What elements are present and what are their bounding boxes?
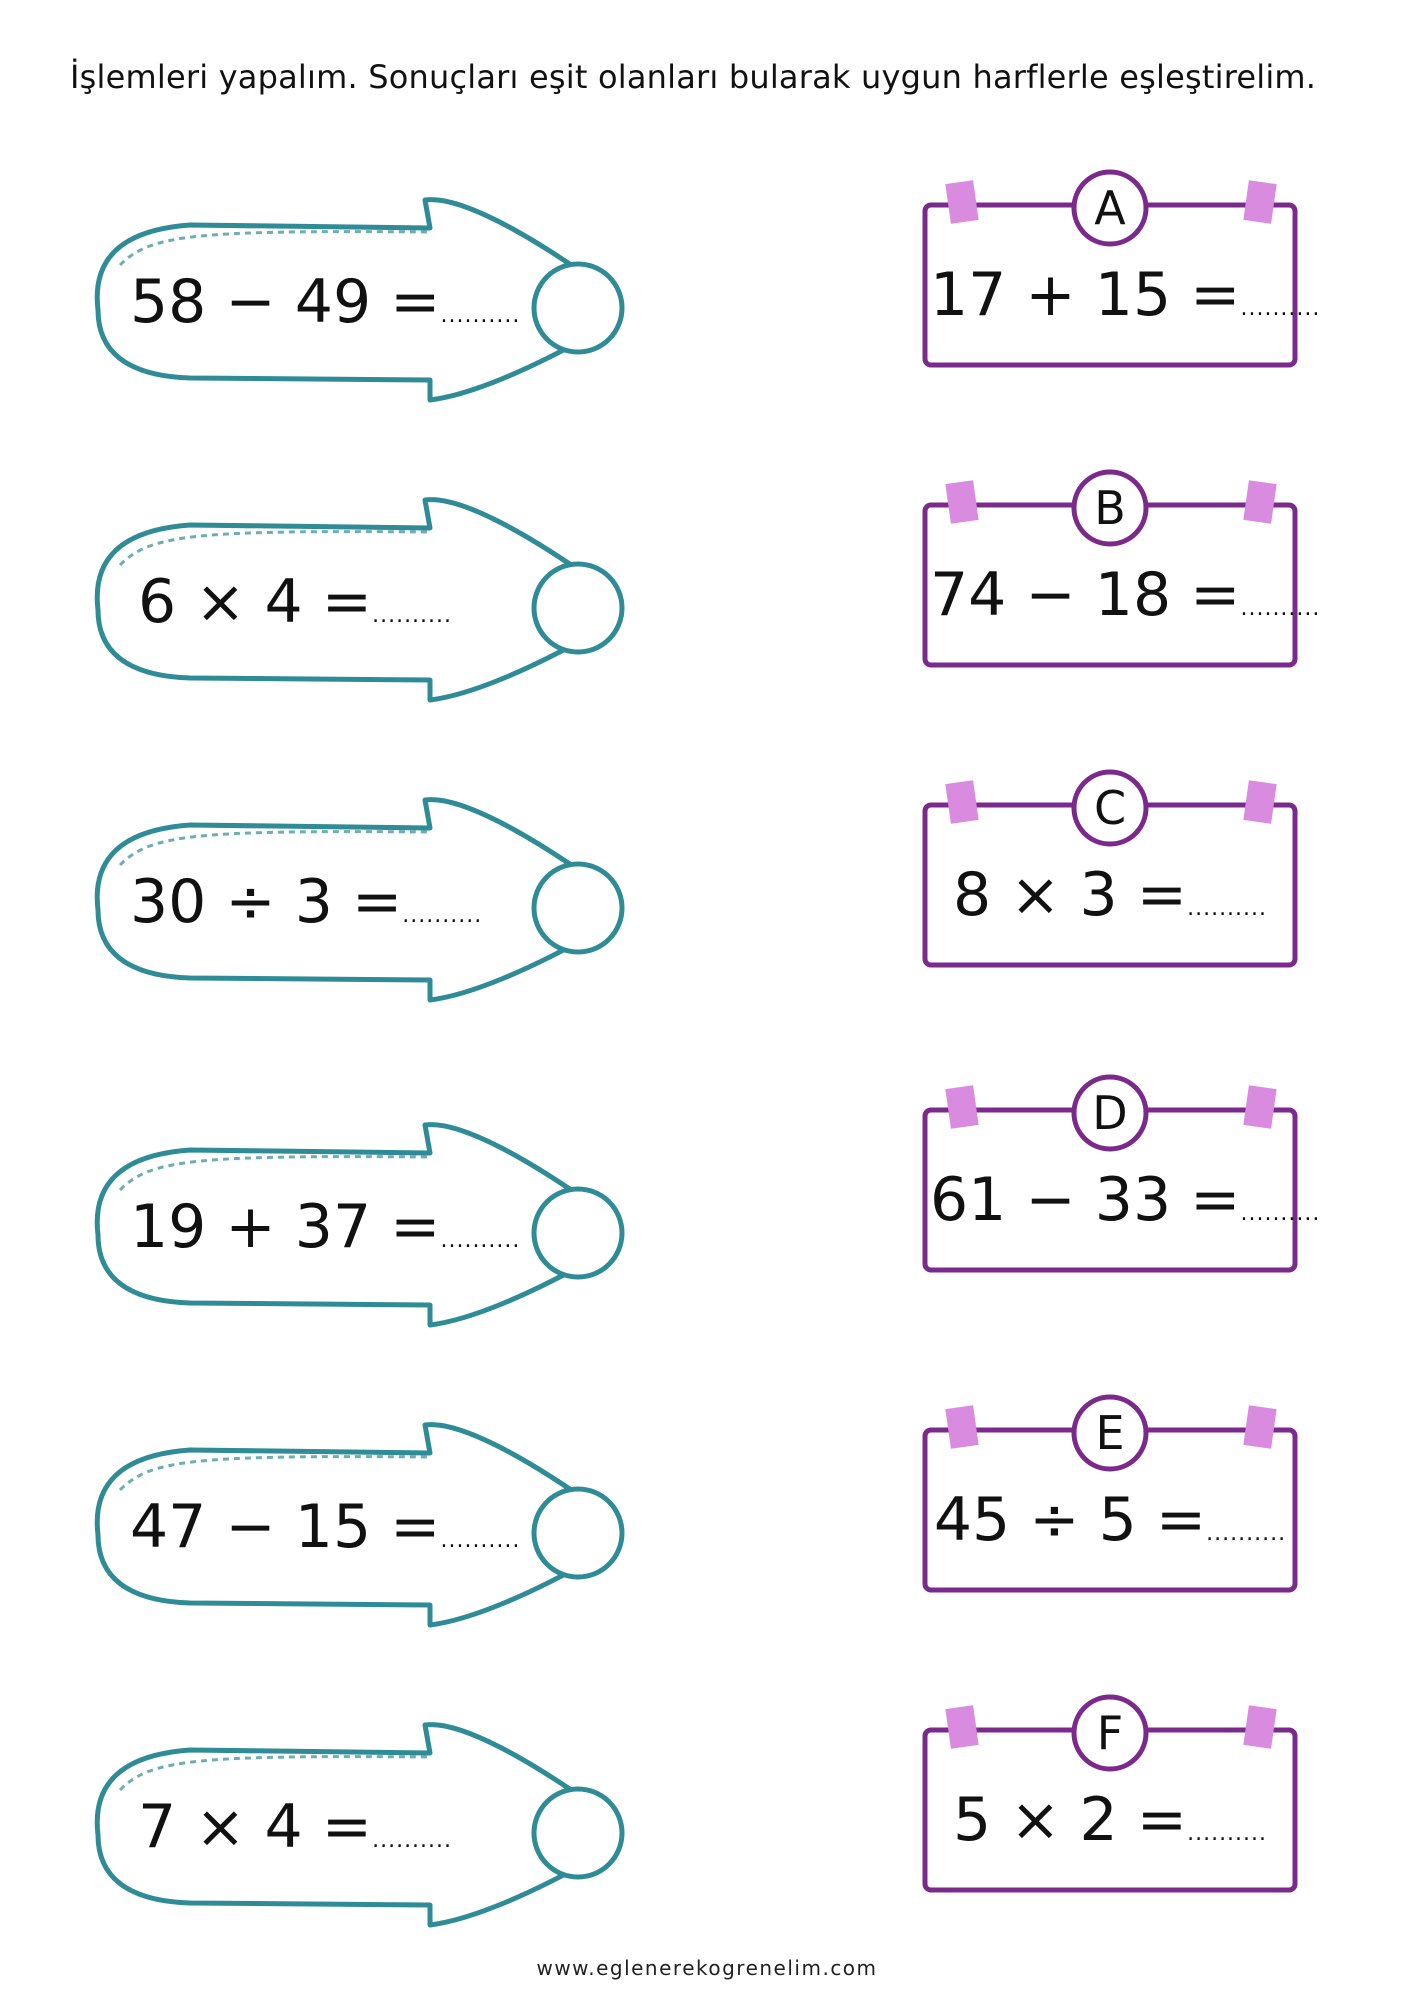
note-card-icon	[922, 469, 1298, 668]
arrow-item-3: 30 ÷ 3 =..........	[80, 790, 640, 1010]
card-d: D 61 − 33 =..........	[920, 1065, 1321, 1275]
answer-circle[interactable]	[531, 1786, 625, 1880]
left-expression: 7 × 4 =..........	[137, 1792, 453, 1862]
arrow-item-4: 19 + 37 =..........	[80, 1115, 640, 1335]
arrow-shape-icon	[94, 1722, 625, 1928]
arrow-shape-icon	[94, 497, 625, 703]
arrow-shape-icon	[94, 1422, 625, 1628]
right-expression: 45 ÷ 5 =..........	[933, 1485, 1287, 1555]
left-expression: 58 − 49 =..........	[130, 267, 521, 337]
arrow-shape-icon	[94, 1122, 625, 1328]
card-c: C 8 × 3 =..........	[920, 760, 1300, 970]
note-card-icon	[922, 169, 1298, 368]
arrow-shape-icon	[94, 797, 625, 1003]
arrow-shape-icon	[94, 197, 625, 403]
card-e: E 45 ÷ 5 =..........	[920, 1385, 1300, 1595]
right-expression: 5 × 2 =..........	[952, 1785, 1268, 1855]
note-card-icon	[922, 1694, 1298, 1893]
right-expression: 74 − 18 =..........	[930, 560, 1321, 630]
answer-circle[interactable]	[531, 861, 625, 955]
left-expression: 30 ÷ 3 =..........	[130, 867, 483, 937]
note-card-icon	[922, 769, 1298, 968]
right-expression: 8 × 3 =..........	[952, 860, 1268, 930]
note-card-icon	[922, 1074, 1298, 1273]
note-card-icon	[922, 1394, 1298, 1593]
right-expression: 17 + 15 =..........	[930, 260, 1321, 330]
card-letter: B	[1094, 481, 1126, 535]
left-expression: 19 + 37 =..........	[130, 1192, 521, 1262]
instruction-text: İşlemleri yapalım. Sonuçları eşit olanla…	[70, 58, 1317, 96]
arrow-item-2: 6 × 4 =..........	[80, 490, 640, 710]
card-letter: A	[1094, 181, 1126, 235]
answer-circle[interactable]	[531, 561, 625, 655]
arrow-item-1: 58 − 49 =..........	[80, 190, 640, 410]
card-f: F 5 × 2 =..........	[920, 1685, 1300, 1895]
card-letter: C	[1093, 781, 1127, 835]
right-expression: 61 − 33 =..........	[930, 1165, 1321, 1235]
card-b: B 74 − 18 =..........	[920, 460, 1321, 670]
left-expression: 6 × 4 =..........	[137, 567, 453, 637]
answer-circle[interactable]	[531, 1486, 625, 1580]
website-footer: www.eglenerekogrenelim.com	[536, 1956, 878, 1980]
card-letter: E	[1095, 1406, 1125, 1460]
answer-circle[interactable]	[531, 1186, 625, 1280]
card-letter: F	[1096, 1706, 1124, 1760]
arrow-item-6: 7 × 4 =..........	[80, 1715, 640, 1935]
answer-circle[interactable]	[531, 261, 625, 355]
card-letter: D	[1092, 1086, 1128, 1140]
left-expression: 47 − 15 =..........	[130, 1492, 521, 1562]
arrow-item-5: 47 − 15 =..........	[80, 1415, 640, 1635]
card-a: A 17 + 15 =..........	[920, 160, 1321, 370]
